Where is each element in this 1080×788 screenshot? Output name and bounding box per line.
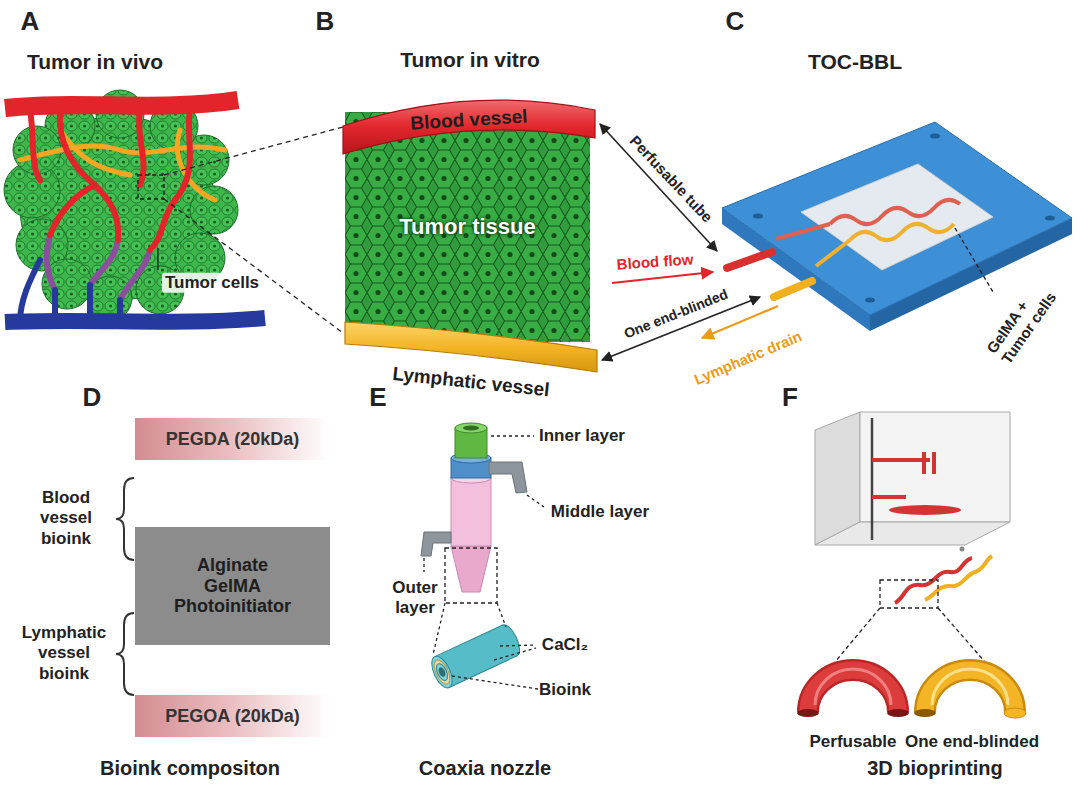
nozzle-art bbox=[421, 423, 544, 691]
bracket-label: Blood vessel bioink bbox=[40, 488, 92, 549]
node-text: PEGOA (20kDa) bbox=[165, 706, 299, 727]
node-text: Lymphatic vessel bbox=[391, 363, 550, 401]
bracket-label: Lymphatic vessel bioink bbox=[22, 623, 106, 684]
panel-caption: Coaxia nozzle bbox=[419, 756, 551, 780]
node-text: Alginate GelMA Photoinitiator bbox=[174, 555, 291, 617]
panel-caption: Bioink compositon bbox=[100, 756, 280, 780]
tumor-tissue: Tumor tissue bbox=[345, 112, 590, 342]
panel-letter: C bbox=[726, 6, 745, 37]
arrow-label: Blood flow bbox=[616, 250, 694, 273]
callout-label: CaCl₂ bbox=[542, 635, 588, 655]
panel-title: Tumor in vitro bbox=[400, 47, 540, 72]
panel-title: TOC-BBL bbox=[808, 49, 902, 74]
blood-vessel-band: Blood vessel bbox=[338, 86, 600, 158]
callout-label: GelMA + Tumor cells bbox=[983, 269, 1067, 367]
panel-title: Tumor in vivo bbox=[27, 49, 163, 74]
panel-letter: B bbox=[316, 6, 335, 37]
bioink-box: PEGOA (20kDa) bbox=[135, 695, 330, 737]
panel-letter: F bbox=[782, 382, 798, 413]
lymphatic-vessel-band: Lymphatic vessel bbox=[340, 316, 602, 406]
node-text: Tumor tissue bbox=[399, 214, 536, 239]
tumor-in-vivo-art bbox=[4, 90, 343, 333]
panel-letter: E bbox=[369, 382, 386, 413]
bioink-box: PEGDA (20kDa) bbox=[135, 418, 330, 460]
bioink-box: Alginate GelMA Photoinitiator bbox=[135, 527, 330, 645]
callout-label: Middle layer bbox=[551, 502, 649, 522]
panel-letter: D bbox=[83, 382, 102, 413]
brackets bbox=[116, 478, 134, 695]
callout-label: Bioink bbox=[539, 680, 591, 700]
callout-label: Inner layer bbox=[539, 426, 625, 446]
panel-caption: 3D bioprinting bbox=[867, 756, 1003, 780]
callout-label: One end-blinded bbox=[905, 732, 1039, 752]
arrow-label: Perfusable tube bbox=[626, 132, 716, 226]
flow-arrows bbox=[600, 124, 778, 360]
callout-label: Outer layer bbox=[392, 578, 437, 619]
printer-art bbox=[797, 412, 1026, 718]
callout-label: Tumor cells bbox=[162, 273, 262, 293]
panel-letter: A bbox=[21, 6, 40, 37]
callout-label: Perfusable bbox=[810, 732, 897, 752]
node-text: PEGDA (20kDa) bbox=[166, 429, 299, 450]
